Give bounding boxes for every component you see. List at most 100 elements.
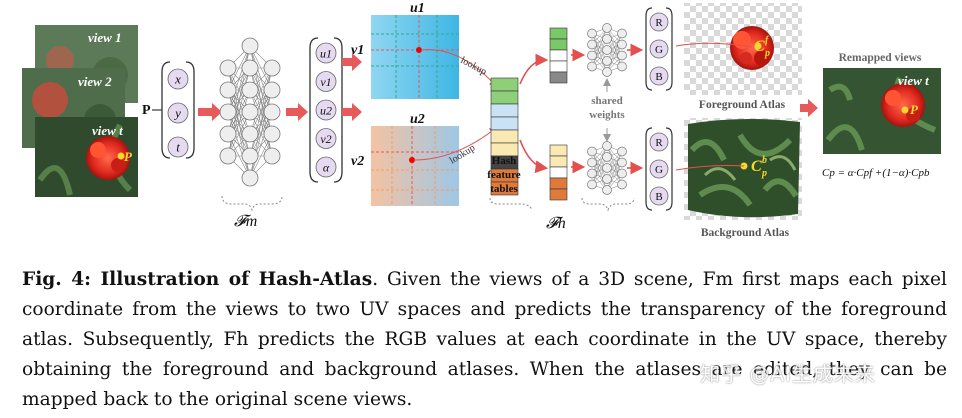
rgb-label: R: [655, 17, 663, 29]
mlp-node: [602, 45, 612, 55]
output-label: u1: [320, 47, 332, 61]
mlp-node: [587, 39, 597, 50]
mlp-fh-background: [587, 141, 644, 195]
feature-vector-foreground: [549, 27, 568, 84]
shared-label-2: weights: [589, 109, 625, 121]
output-label: v2: [320, 132, 331, 146]
shared-label-1: shared: [591, 95, 623, 107]
mlp-node: [602, 56, 612, 66]
remapped-view-image: P view t: [823, 68, 941, 154]
mlp-node: [241, 81, 259, 99]
v2-label: v2: [351, 154, 364, 169]
mlp-node: [587, 61, 597, 72]
hash-atlas-diagram: view 1 view 2 P view t P x y t 𝓕m: [22, 1, 941, 239]
svg-text:C: C: [754, 38, 765, 55]
mlp-node: [587, 146, 597, 157]
input-t: t: [176, 140, 180, 155]
remapped-view-label: view t: [898, 73, 929, 88]
rgb-node: [649, 132, 669, 152]
svg-text:P: P: [910, 102, 919, 117]
hash-label-2: feature: [487, 169, 521, 181]
mlp-node: [602, 152, 612, 162]
view-2-label: view 2: [78, 74, 112, 89]
mlp-node: [602, 23, 612, 33]
mlp-node: [602, 141, 612, 151]
svg-text:p: p: [764, 48, 770, 59]
arrow-to-uv1: [342, 53, 362, 71]
rgb-foreground: RGB: [645, 7, 673, 91]
rgb-node: [649, 39, 669, 59]
feature-vector-background: [549, 144, 568, 201]
arrow-to-outputs: [286, 103, 308, 121]
rgb-label: R: [655, 137, 663, 149]
mlp-fm: [219, 37, 281, 187]
mlp-fh-foreground: [587, 23, 644, 77]
mlp-node: [219, 103, 237, 121]
hash-cell: [490, 181, 519, 196]
foreground-atlas-image: C p f: [684, 3, 802, 95]
view-t-image: P view t: [35, 117, 138, 197]
figure-caption: Fig. 4: Illustration of Hash-Atlas. Give…: [22, 265, 947, 415]
mlp-node: [602, 185, 612, 195]
feature-cell: [549, 71, 568, 84]
mlp-node: [241, 103, 259, 121]
input-x: x: [174, 72, 181, 87]
output-node: [315, 128, 337, 149]
feature-cell: [549, 166, 568, 179]
foreground-atlas-label: Foreground Atlas: [699, 99, 786, 111]
mlp-node: [617, 157, 627, 168]
rgb-label: B: [655, 71, 662, 83]
mlp-node: [602, 163, 612, 173]
arrow-to-remapped: [800, 99, 818, 117]
mlp-node: [241, 125, 259, 143]
arrow-to-fm: [198, 103, 222, 121]
output-label: α: [323, 161, 330, 175]
background-atlas-image: C p b: [684, 118, 802, 220]
u1-label: u1: [410, 1, 425, 16]
hash-cell: [490, 103, 519, 118]
input-coordinates: x y t: [161, 61, 195, 159]
rgb-label: G: [655, 164, 663, 176]
remapped-views-label: Remapped views: [839, 52, 922, 64]
hash-label-1: Hash: [492, 155, 516, 167]
output-node: [315, 42, 337, 64]
mlp-node: [241, 37, 259, 55]
output-label: u2: [320, 104, 332, 118]
hash-cell: [490, 129, 519, 144]
mlp-node: [602, 174, 612, 184]
mlp-node: [617, 179, 627, 190]
uv-space-1: [371, 15, 459, 99]
rgb-node: [649, 159, 669, 179]
mlp-node: [241, 59, 259, 77]
mlp-node: [263, 147, 281, 165]
mlp-node: [587, 50, 597, 61]
feature-cell: [549, 188, 568, 201]
svg-text:f: f: [765, 35, 770, 46]
rgb-node: [649, 12, 669, 32]
mlp-node: [241, 169, 259, 187]
rgb-background: RGB: [645, 127, 673, 211]
output-label: v1: [320, 75, 331, 89]
input-y: y: [173, 106, 181, 121]
mlp-node: [602, 67, 612, 77]
rgb-node: [649, 186, 669, 206]
mlp-node: [263, 103, 281, 121]
mlp-node: [617, 168, 627, 179]
mlp-node: [617, 50, 627, 61]
rgb-node: [649, 66, 669, 86]
output-node: [315, 156, 337, 178]
feature-cell: [549, 144, 568, 157]
feature-cell: [549, 27, 568, 40]
mlp-node: [219, 147, 237, 165]
svg-text:p: p: [761, 168, 767, 179]
mlp-node: [587, 179, 597, 190]
hash-label-3: tables: [490, 183, 518, 195]
mlp-node: [219, 59, 237, 77]
mlp-node: [219, 125, 237, 143]
lookup-top: lookup: [459, 55, 489, 78]
watermark: 知乎 @AI生成未来: [700, 362, 876, 386]
v1-label: v1: [351, 43, 364, 58]
output-node: [315, 99, 337, 121]
mlp-node: [219, 81, 237, 99]
p-label: P: [142, 103, 151, 118]
